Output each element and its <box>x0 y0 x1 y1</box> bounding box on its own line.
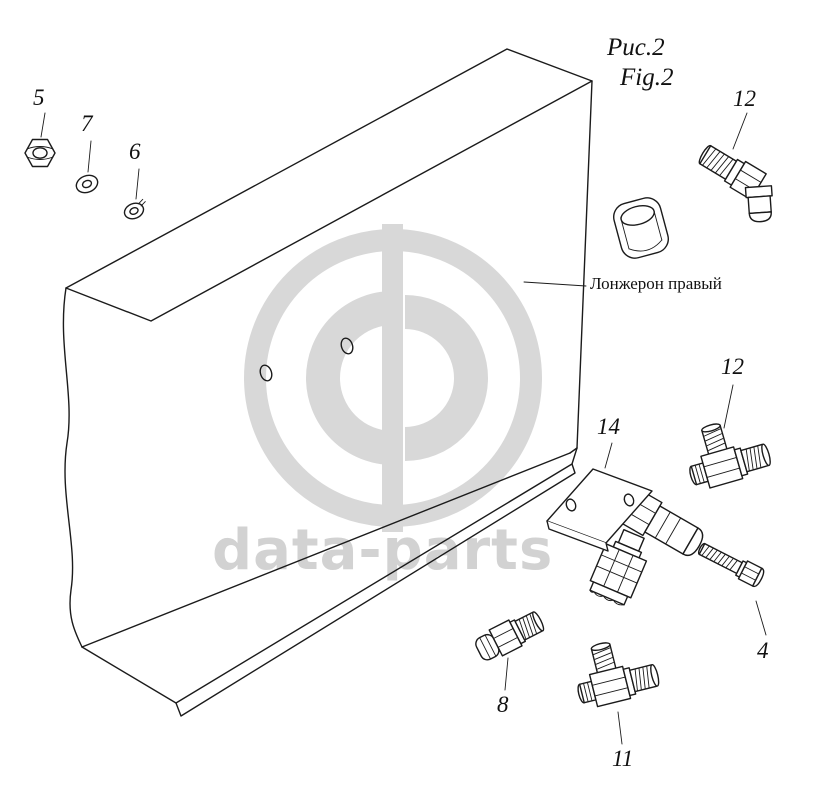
callout-14: 14 <box>597 414 620 439</box>
part-4-bolt-icon <box>697 542 765 588</box>
leader-lines <box>40 112 767 745</box>
web-hole <box>340 337 354 355</box>
beam-annotation: Лонжерон правый <box>590 274 722 293</box>
callout-12-tee: 12 <box>721 354 744 379</box>
figure-number-ru: Рис.2 <box>607 34 665 61</box>
callout-5: 5 <box>33 85 45 110</box>
web-hole <box>259 364 273 382</box>
frame-rail-drawing <box>62 48 593 717</box>
part-7-washer-icon <box>75 174 99 194</box>
part-12-coupling-nut-icon <box>613 197 669 259</box>
part-11-tee-fitting-icon <box>577 642 660 708</box>
callout-4: 4 <box>757 638 769 663</box>
part-12-elbow-fitting-icon <box>698 144 773 223</box>
callout-12-elbow: 12 <box>733 86 756 111</box>
callout-6: 6 <box>129 139 141 164</box>
part-5-hex-nut-icon <box>24 138 56 168</box>
callout-11: 11 <box>612 746 634 771</box>
part-14-valve-assembly-icon <box>546 468 704 606</box>
callout-7: 7 <box>81 111 93 136</box>
callout-8: 8 <box>497 692 509 717</box>
part-6-spring-washer-icon <box>123 198 146 220</box>
part-8-union-fitting-icon <box>475 611 545 661</box>
watermark-logo <box>244 224 542 532</box>
part-12-tee-fitting-icon <box>689 423 771 489</box>
figure-number-en: Fig.2 <box>620 64 674 91</box>
